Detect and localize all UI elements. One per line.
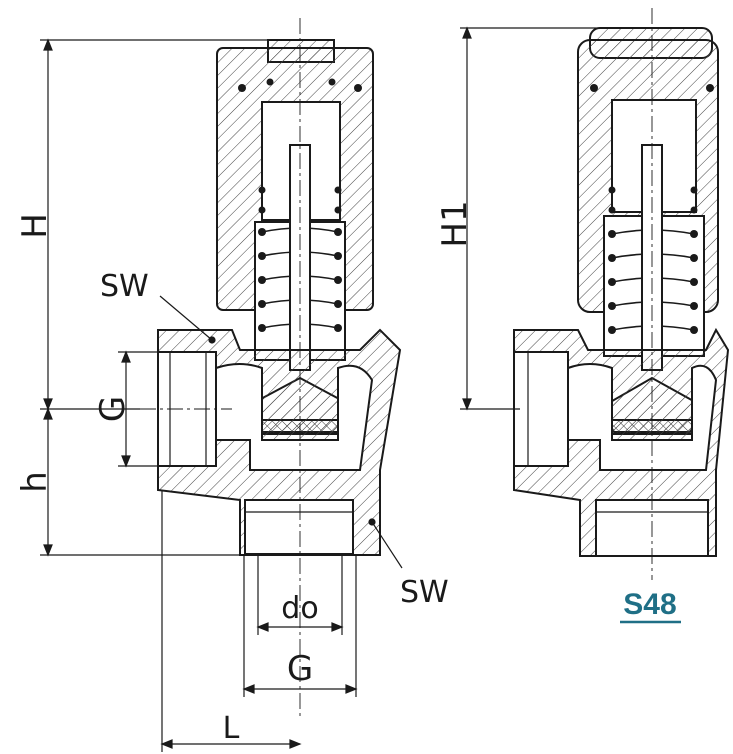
dim-label-G-bottom: G (287, 649, 313, 689)
right-spring-coils (590, 84, 714, 334)
dim-label-H1: H1 (435, 200, 475, 247)
dim-label-G-side: G (93, 396, 133, 422)
left-outlet-bore (244, 499, 354, 555)
right-inlet-bore (513, 351, 569, 467)
right-valve-section (513, 8, 730, 580)
dim-label-H: H (15, 213, 55, 239)
dim-label-L: L (223, 711, 240, 746)
callout-SW-bottom: SW (400, 575, 449, 610)
left-valve-section (140, 18, 402, 720)
callout-SW-top: SW (100, 269, 149, 304)
dim-label-h: h (15, 471, 55, 493)
dim-label-do: do (281, 591, 318, 626)
left-dimensions (40, 38, 403, 752)
left-flow-chamber (215, 363, 374, 471)
left-spring-coils (238, 78, 362, 332)
right-dimensions (460, 26, 600, 411)
model-label: S48 (623, 588, 676, 621)
